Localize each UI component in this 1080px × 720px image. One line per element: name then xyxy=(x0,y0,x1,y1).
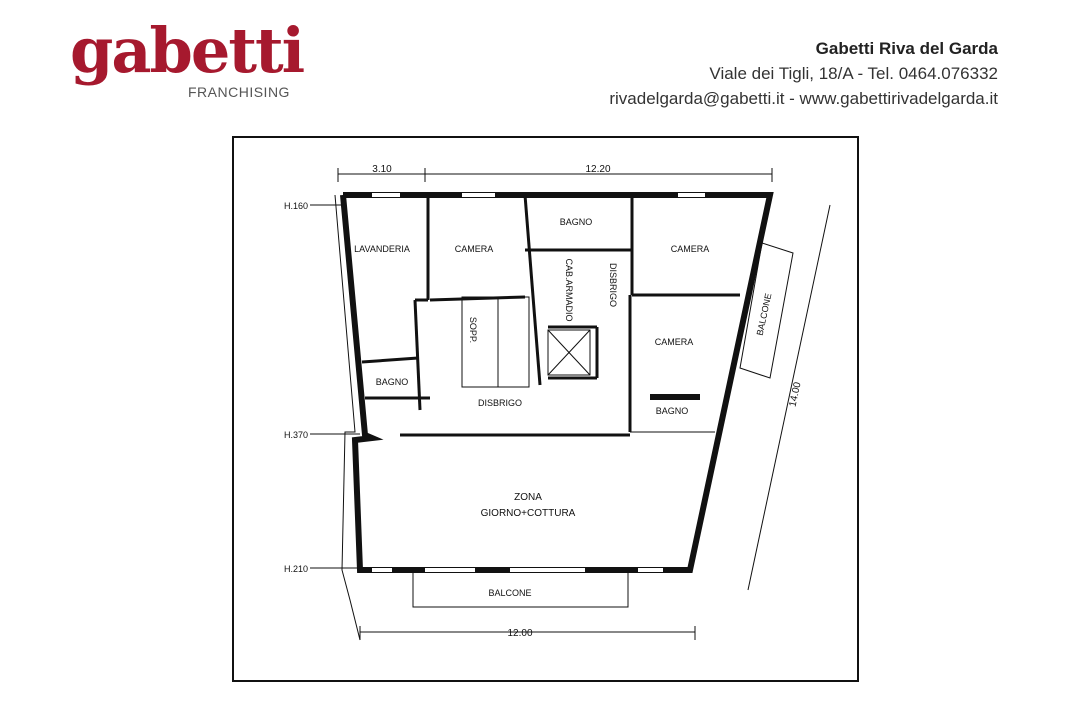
room-disbrigo-small: DISBRIGO xyxy=(608,263,618,307)
agency-name: Gabetti Riva del Garda xyxy=(815,39,998,58)
height-label: H.160 xyxy=(284,201,308,211)
dim-top-right: 12.20 xyxy=(585,164,610,175)
room-balcone: BALCONE xyxy=(488,588,531,598)
dim-right: 14.00 xyxy=(788,381,804,408)
height-label: H.210 xyxy=(284,564,308,574)
room-bagno: BAGNO xyxy=(656,406,689,416)
height-label: H.370 xyxy=(284,430,308,440)
dim-line-right xyxy=(747,204,831,591)
balcony-right xyxy=(739,242,794,379)
room-balcone: BALCONE xyxy=(755,292,774,336)
room-bagno: BAGNO xyxy=(376,377,409,387)
logo-subtitle: FRANCHISING xyxy=(188,84,290,100)
room-lavanderia: LAVANDERIA xyxy=(354,244,410,254)
room-camera: CAMERA xyxy=(455,244,494,254)
outer-walls xyxy=(340,192,774,573)
room-giorno-cottura: GIORNO+COTTURA xyxy=(481,508,576,519)
room-ripostiglio: SOPP. xyxy=(468,317,478,343)
agency-address: Viale dei Tigli, 18/A - Tel. 0464.076332 xyxy=(709,64,998,83)
room-bagno: BAGNO xyxy=(560,217,593,227)
gabetti-logo: gabetti FRANCHISING xyxy=(70,14,305,118)
agency-contact: Gabetti Riva del Garda Viale dei Tigli, … xyxy=(609,36,998,111)
room-camera: CAMERA xyxy=(655,337,694,347)
dim-bottom: 12.00 xyxy=(507,628,532,639)
room-zona: ZONA xyxy=(514,492,542,503)
logo-wordmark: gabetti xyxy=(70,14,305,87)
floor-plan-frame xyxy=(232,136,859,682)
room-disbrigo: DISBRIGO xyxy=(478,398,522,408)
agency-web: rivadelgarda@gabetti.it - www.gabettiriv… xyxy=(609,89,998,108)
room-camera: CAMERA xyxy=(671,244,710,254)
dim-top-left: 3.10 xyxy=(372,164,392,175)
room-cab-armadio: CAB.ARMADIO xyxy=(564,258,574,321)
